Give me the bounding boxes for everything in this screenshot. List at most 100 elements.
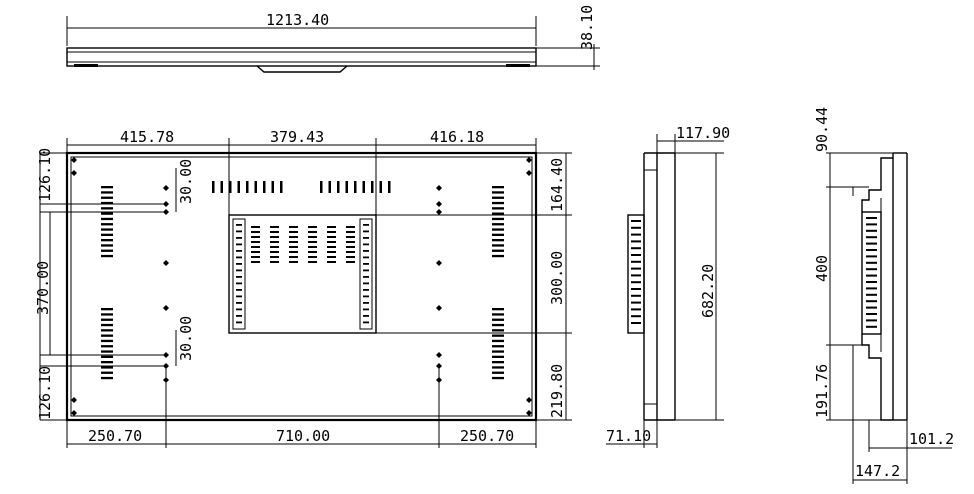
vent-slot [101, 366, 113, 369]
vent-slot [251, 236, 260, 238]
vent-slot [363, 302, 369, 304]
vent-slot [251, 231, 260, 233]
vent-slot [346, 251, 355, 253]
vent-slot [388, 181, 391, 193]
vent-slot [492, 318, 504, 321]
corner-screw [71, 157, 77, 163]
vent-slot [631, 281, 641, 284]
vent-slot [346, 231, 355, 233]
vent-slot [236, 289, 242, 291]
vent-slot [346, 246, 355, 248]
vent-slot [492, 239, 504, 242]
vent-slot [866, 223, 877, 226]
vent-slot [631, 267, 641, 270]
vent-slot [327, 246, 336, 248]
vent-slot [289, 246, 298, 248]
vent-slot [251, 241, 260, 243]
vent-slot [101, 254, 113, 258]
vent-slot [492, 212, 504, 215]
corner-screw [71, 397, 77, 403]
top-depth-label: 38.10 [578, 5, 596, 50]
vent-slot [492, 329, 504, 332]
vent-slot [308, 231, 317, 233]
vent-slot [492, 249, 504, 252]
vent-slot [101, 323, 113, 327]
vent-slot [492, 376, 504, 380]
vent-slot [346, 256, 355, 258]
vent-slot [631, 294, 641, 297]
corner-screw [71, 410, 77, 416]
vent-slot [492, 313, 504, 316]
vent-slot [246, 181, 249, 193]
bottom-a-label: 250.70 [88, 427, 142, 445]
vent-slot [363, 269, 369, 272]
vent-slot [492, 323, 504, 327]
vent-slot [236, 282, 242, 285]
vent-slot [251, 251, 260, 253]
vent-slot [101, 207, 113, 210]
vent-slot [866, 268, 877, 271]
bottom-c-label: 250.70 [460, 427, 514, 445]
vent-slot [236, 308, 242, 311]
vent-slot [280, 181, 283, 193]
vent-slot [492, 308, 504, 311]
vent-slot [354, 181, 357, 193]
vent-slot [236, 263, 242, 265]
bottom-b-label: 710.00 [276, 427, 330, 445]
vent-slot [346, 261, 355, 263]
vent-slot [362, 181, 365, 193]
top-width-label: 1213.40 [266, 11, 329, 29]
vent-slot [631, 322, 641, 324]
vent-slot [270, 236, 279, 238]
vent-slot [866, 249, 877, 251]
left-middle-label: 370.00 [34, 261, 52, 315]
vent-slot [101, 196, 113, 199]
vent-slot [363, 243, 369, 246]
vent-slot [320, 181, 323, 193]
vent-slot [327, 226, 336, 228]
vent-slot [236, 295, 242, 298]
vent-slot [492, 254, 504, 258]
vent-slot [363, 224, 369, 226]
mounting-point [436, 352, 442, 358]
mounting-point [436, 209, 442, 215]
vent-slot [492, 244, 504, 247]
vent-slot [251, 246, 260, 248]
vent-slot [327, 261, 336, 263]
vent-slot [101, 186, 113, 189]
mounting-point [436, 201, 442, 207]
vent-slot [289, 236, 298, 238]
vent-slot [492, 186, 504, 189]
mounting-point [163, 185, 169, 191]
top-view: 1213.40 38.10 [66, 5, 600, 73]
vent-slot [101, 345, 113, 348]
vent-slot [631, 274, 641, 277]
vent-slot [492, 371, 504, 374]
vent-slot [101, 249, 113, 252]
vent-slot [631, 226, 641, 229]
vent-slot [492, 361, 504, 364]
vent-slot [236, 269, 242, 272]
vent-slot [866, 229, 877, 232]
side-bottom-label: 71.10 [606, 427, 651, 445]
vent-slot [866, 274, 877, 277]
front-view: 415.78 379.43 416.18 126.10 370.00 126.1… [34, 128, 572, 448]
corner-screw [526, 410, 532, 416]
vent-slot [101, 371, 113, 374]
vent-slot [101, 212, 113, 215]
mounting-point [163, 305, 169, 311]
vent-slot [346, 226, 355, 228]
vent-slot [346, 241, 355, 243]
vent-slot [308, 246, 317, 248]
vent-slot [101, 355, 113, 358]
vent-slot [363, 263, 369, 265]
vent-slot [631, 247, 641, 250]
vent-slot [631, 240, 641, 243]
vent-slot [308, 256, 317, 258]
vent-slot [327, 251, 336, 253]
vent-slot [270, 246, 279, 248]
vent-slot [289, 261, 298, 263]
vent-slot [492, 228, 504, 231]
vent-slot [101, 239, 113, 242]
